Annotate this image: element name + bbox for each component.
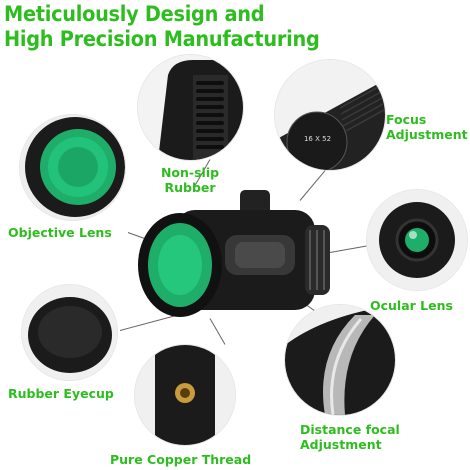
label-ocular-lens: Ocular Lens xyxy=(370,298,453,313)
label-distance-focal-adjustment: Distance focal Adjustment xyxy=(300,422,400,452)
label-objective-lens: Objective Lens xyxy=(8,225,112,240)
monocular-main-image xyxy=(135,190,335,330)
non-slip-rubber-closeup xyxy=(138,55,243,160)
copper-thread-image xyxy=(135,345,235,445)
objective-lens-image xyxy=(20,115,125,220)
rubber-grip-image xyxy=(138,55,243,160)
copper-thread-closeup xyxy=(135,345,235,445)
distance-focal-closeup xyxy=(285,305,395,415)
label-non-slip-rubber: Non-slip Rubber xyxy=(160,165,220,195)
headline-line-2: High Precision Manufacturing xyxy=(4,27,320,51)
objective-lens-closeup xyxy=(20,115,125,220)
connector-line xyxy=(329,245,370,253)
label-pure-copper-thread: Pure Copper Thread xyxy=(110,452,252,467)
label-rubber-eyecup: Rubber Eyecup xyxy=(8,386,114,401)
distance-ring-image xyxy=(285,305,395,415)
knob-magnification-text: 16 X 52 xyxy=(303,135,332,143)
label-focus-adjustment: Focus Adjustment xyxy=(386,112,468,142)
ocular-lens-image xyxy=(367,190,467,290)
eyecup-image xyxy=(22,285,117,380)
rubber-eyecup-closeup xyxy=(22,285,117,380)
focus-knob-image xyxy=(275,60,385,170)
focus-adjustment-closeup: 16 X 52 xyxy=(275,60,385,170)
headline-line-1: Meticulously Design and xyxy=(4,2,265,26)
ocular-lens-closeup xyxy=(367,190,467,290)
